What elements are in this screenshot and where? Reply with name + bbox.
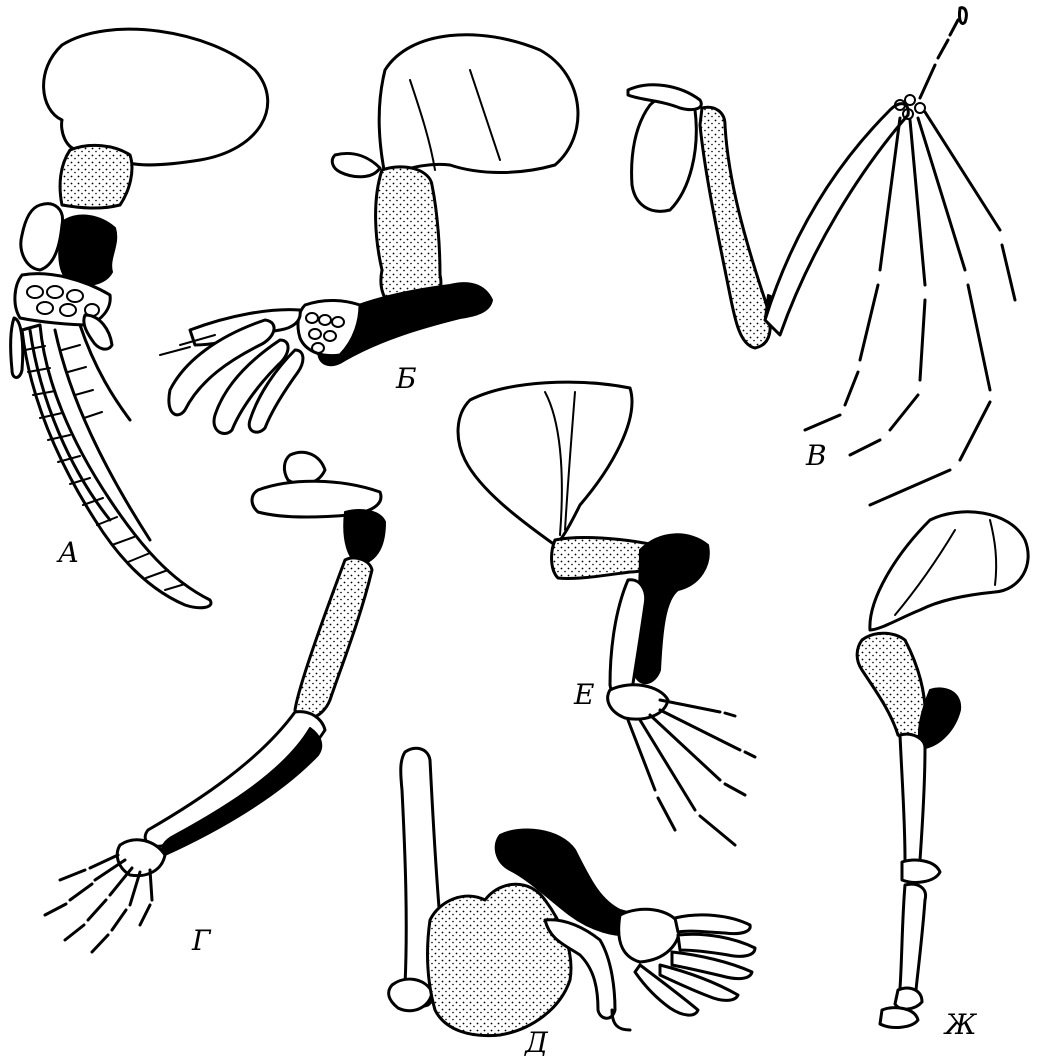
panel-label-v: В [805, 439, 827, 472]
panel-e-limb [458, 382, 755, 845]
panel-zh-limb [857, 512, 1028, 1028]
panel-g-limb [45, 452, 385, 952]
panel-label-b: Б [395, 362, 417, 395]
panel-label-e: Е [573, 678, 594, 711]
panel-d-paw [619, 909, 755, 1015]
panel-d-limb [389, 748, 755, 1035]
panel-e-paw [608, 685, 755, 845]
panel-label-g: Г [191, 924, 212, 957]
panel-label-zh: Ж [943, 1008, 978, 1041]
panel-label-a: А [56, 536, 79, 569]
panel-label-d: Д [523, 1026, 549, 1056]
panel-v-limb [628, 8, 1015, 505]
panel-g-paw [45, 840, 165, 952]
